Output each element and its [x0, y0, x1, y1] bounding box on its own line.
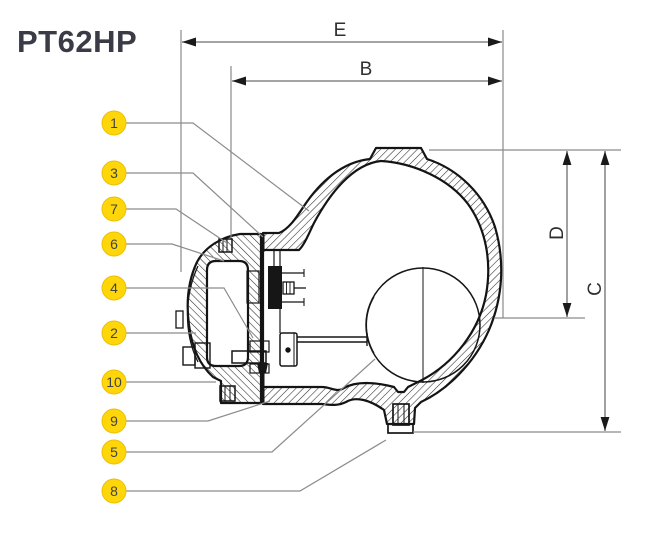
float-arm — [297, 333, 368, 346]
callout-number: 5 — [110, 444, 118, 460]
callout-number: 8 — [110, 483, 118, 499]
seat-nut — [282, 281, 306, 295]
product-title: PT62HP — [17, 24, 138, 59]
leader-lines — [126, 122, 387, 492]
callout-number: 10 — [106, 374, 122, 390]
leader-9 — [126, 400, 271, 422]
callout-2: 2 — [101, 320, 127, 346]
drain-plug — [387, 403, 414, 434]
callout-10: 10 — [101, 369, 127, 395]
dimension-D: D — [429, 149, 621, 319]
dim-label-E: E — [334, 20, 347, 41]
seat-bushing — [246, 270, 260, 304]
dim-label-D: D — [547, 226, 568, 240]
callout-number: 3 — [110, 165, 118, 181]
dimension-B: B — [230, 59, 502, 238]
callout-6: 6 — [101, 231, 127, 257]
callout-number: 2 — [110, 325, 118, 341]
leader-3 — [126, 172, 264, 238]
outlet-hub-inner — [182, 346, 196, 366]
outlet-channel — [231, 350, 267, 364]
valve-seat-block — [268, 266, 282, 309]
valve-mechanism — [231, 250, 368, 374]
orifice-upper — [249, 340, 270, 353]
gasket-top — [260, 233, 265, 252]
leader-4 — [126, 287, 254, 339]
callout-number: 7 — [110, 201, 118, 217]
cover-bolt — [219, 385, 236, 402]
cover-boss-nub — [175, 310, 184, 329]
cover-section — [175, 232, 265, 405]
callout-4: 4 — [101, 275, 127, 301]
callout-7: 7 — [101, 196, 127, 222]
callout-8: 8 — [101, 478, 127, 504]
dimension-C: C — [413, 151, 621, 433]
pivot-pin — [285, 347, 291, 353]
gasket-bottom — [260, 369, 265, 403]
cover-profile-arc — [186, 265, 199, 363]
callout-1: 1 — [101, 110, 127, 136]
callout-number: 6 — [110, 236, 118, 252]
leader-7 — [126, 208, 228, 244]
callout-5: 5 — [101, 439, 127, 465]
ball-seam-arc — [365, 296, 375, 354]
pivot-bracket — [279, 332, 298, 367]
dimension-E: E — [180, 20, 504, 318]
dim-label-B: B — [360, 59, 373, 80]
air-vent-bolt — [218, 238, 233, 253]
callout-number: 9 — [110, 413, 118, 429]
callout-number: 1 — [110, 115, 118, 131]
trap-body-section — [261, 146, 503, 426]
leader-1 — [126, 122, 310, 212]
callout-number: 4 — [110, 280, 118, 296]
leader-8 — [126, 439, 387, 492]
callout-3: 3 — [101, 160, 127, 186]
cover-body — [186, 232, 263, 405]
body-shell — [261, 146, 503, 426]
callouts: 1 3 7 6 4 2 10 — [101, 110, 127, 504]
leader-5 — [126, 358, 376, 453]
float-ball — [365, 267, 481, 383]
leader-6 — [126, 243, 225, 262]
valve-head — [257, 363, 268, 373]
callout-9: 9 — [101, 408, 127, 434]
orifice-lower — [249, 363, 270, 374]
dim-label-C: C — [585, 282, 606, 296]
